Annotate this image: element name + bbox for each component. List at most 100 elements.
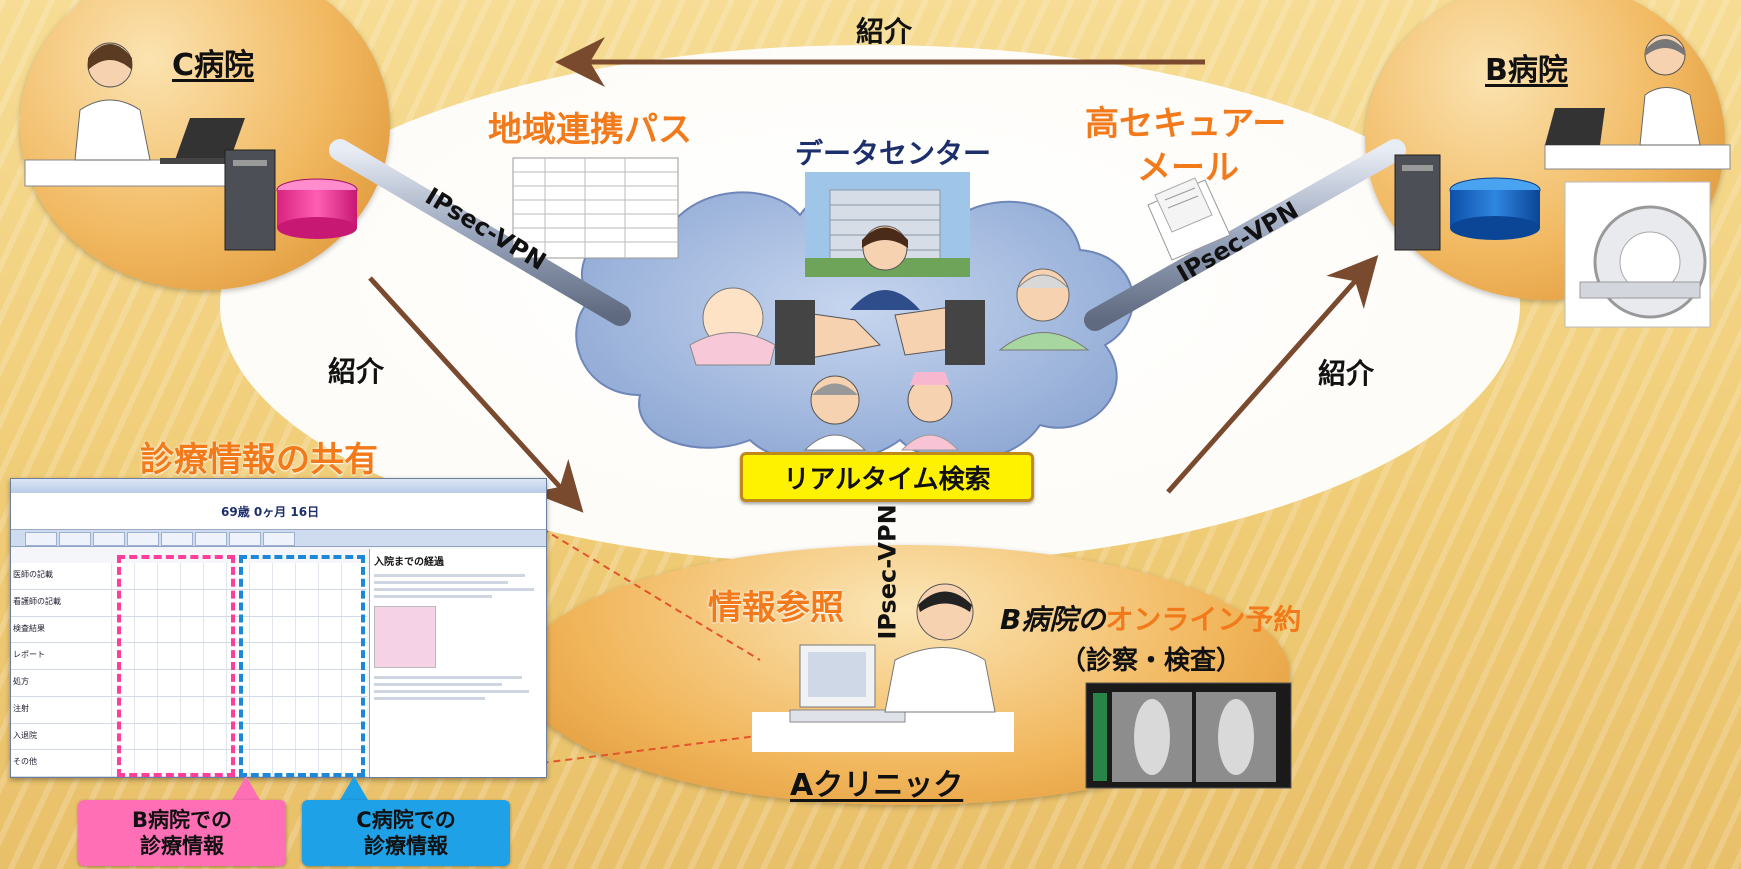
- emr-row: 処方: [11, 670, 367, 697]
- emr-cell: [180, 696, 203, 723]
- baby-illustration: [689, 287, 776, 366]
- emr-row: 注射: [11, 696, 367, 724]
- emr-cell: [249, 723, 272, 750]
- doctor-c-illustration: [24, 42, 256, 187]
- emr-cell: [318, 723, 341, 750]
- regional-path-document: [512, 157, 679, 259]
- vpn-label-bottom: IPsec-VPN: [873, 504, 902, 640]
- emr-cell: [134, 643, 157, 669]
- secure-mail-label-line2: メール: [1137, 148, 1239, 188]
- emr-cell: [180, 616, 203, 643]
- emr-tab: [195, 532, 227, 546]
- emr-cell: [272, 563, 295, 589]
- emr-note-lines: [370, 574, 546, 700]
- online-booking-sub: （診察・検査）: [1060, 646, 1243, 676]
- emr-cell: [318, 643, 341, 669]
- emr-cell: [180, 643, 203, 669]
- emr-cell: [295, 616, 318, 643]
- emr-cell: [295, 563, 318, 589]
- emr-cell: [203, 643, 226, 669]
- emr-row-label: 入退院: [13, 730, 37, 740]
- emr-cell: [272, 750, 295, 776]
- emr-tab: [263, 532, 295, 546]
- callout-c-pointer: [340, 776, 368, 800]
- emr-cell: [318, 616, 341, 643]
- emr-cell: [226, 670, 249, 696]
- callout-c-hospital: C病院での 診療情報: [302, 800, 510, 866]
- emr-tabs: [11, 530, 546, 547]
- referral-label-top: 紹介: [856, 15, 913, 48]
- emr-tab: [25, 532, 57, 546]
- emr-row-label: 看護師の記載: [13, 596, 61, 606]
- emr-cell: [249, 696, 272, 723]
- emr-row: レポート: [11, 643, 367, 670]
- emr-cell: [226, 723, 249, 750]
- emr-cell: [180, 750, 203, 776]
- emr-cell: [157, 589, 180, 616]
- emr-cell: [111, 696, 134, 723]
- emr-cell: [295, 670, 318, 696]
- emr-cell: [341, 696, 364, 723]
- emr-cell: [180, 589, 203, 616]
- realtime-search-box: リアルタイム検索: [740, 452, 1034, 502]
- emr-cell: [272, 643, 295, 669]
- emr-cell: [249, 670, 272, 696]
- emr-row: 看護師の記載: [11, 589, 367, 617]
- dashed-link-emr: [469, 484, 761, 661]
- emr-cell: [180, 723, 203, 750]
- emr-highlight-c: [239, 555, 365, 777]
- emr-cell: [295, 723, 318, 750]
- emr-grid: 医師の記載看護師の記載検査結果レポート処方注射入退院その他: [11, 555, 367, 777]
- server-b-illustration: [1394, 154, 1541, 251]
- emr-cell: [295, 696, 318, 723]
- emr-cell: [318, 670, 341, 696]
- emr-cell: [295, 589, 318, 616]
- emr-cell: [272, 589, 295, 616]
- emr-cell: [157, 670, 180, 696]
- info-reference-label: 情報参照: [708, 588, 844, 628]
- emr-row-label: 処方: [13, 677, 29, 686]
- callout-c-line2: 診療情報: [364, 834, 448, 858]
- emr-cell: [249, 589, 272, 616]
- emr-note-panel: 入院までの経過: [369, 549, 546, 777]
- emr-cell: [134, 723, 157, 750]
- regional-path-label: 地域連携パス: [488, 110, 692, 150]
- callout-b-pointer: [232, 776, 260, 800]
- emr-cell: [341, 616, 364, 643]
- callout-b-hospital: B病院での 診療情報: [78, 800, 286, 866]
- secure-mail-envelope: [1147, 177, 1231, 261]
- operator-illustration: [850, 225, 920, 310]
- emr-cell: [111, 616, 134, 643]
- emr-row-label: 注射: [13, 703, 29, 713]
- hospital-c-label: C病院: [172, 48, 255, 83]
- emr-cell: [203, 723, 226, 750]
- emr-cell: [341, 723, 364, 750]
- xray-viewer-illustration: [1085, 682, 1292, 789]
- online-booking-label: B病院のオンライン予約: [1000, 598, 1301, 638]
- emr-note-heading: 入院までの経過: [374, 557, 444, 568]
- emr-cell: [111, 750, 134, 776]
- emr-cell: [157, 643, 180, 669]
- emr-cell: [249, 643, 272, 669]
- emr-cell: [295, 643, 318, 669]
- emr-cell: [203, 750, 226, 776]
- emr-cell: [318, 589, 341, 616]
- emr-cell: [134, 563, 157, 589]
- emr-cell: [272, 723, 295, 750]
- emr-cell: [134, 750, 157, 776]
- referral-arrow-left: [368, 276, 584, 513]
- emr-cell: [272, 616, 295, 643]
- emr-tab: [161, 532, 193, 546]
- emr-tab: [59, 532, 91, 546]
- emr-cell: [226, 750, 249, 776]
- emr-row: 検査結果: [11, 616, 367, 644]
- elderly-illustration: [998, 268, 1090, 351]
- vpn-tube-left: [329, 139, 631, 326]
- emr-row: 医師の記載: [11, 563, 367, 590]
- emr-cell: [111, 563, 134, 589]
- emr-cell: [226, 643, 249, 669]
- emr-cell: [249, 563, 272, 589]
- emr-cell: [111, 589, 134, 616]
- emr-cell: [272, 696, 295, 723]
